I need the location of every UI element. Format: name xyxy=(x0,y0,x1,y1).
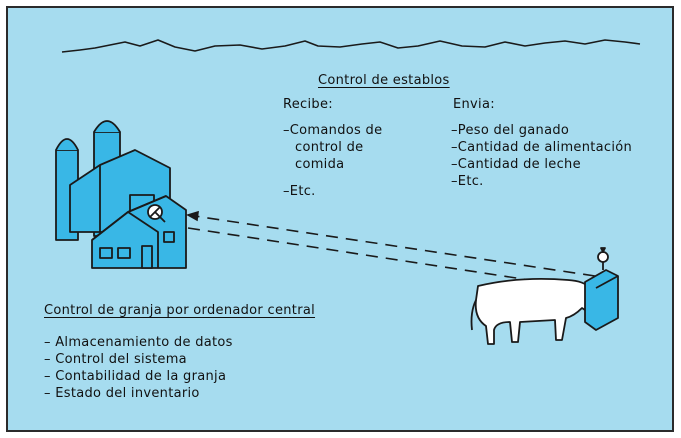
farm-buildings-icon xyxy=(55,120,187,269)
central-title: Control de granja por ordenador central xyxy=(44,303,316,318)
sends-list: –Peso del ganado –Cantidad de alimentaci… xyxy=(451,122,632,190)
list-item: – Control del sistema xyxy=(44,352,187,367)
list-item: –Etc. xyxy=(283,184,316,199)
list-item: – Contabilidad de la granja xyxy=(44,369,227,384)
link-arrow-to-barn xyxy=(187,214,596,277)
cow-icon xyxy=(470,277,601,345)
list-item: control de xyxy=(295,140,364,155)
link-arrow-to-barn-head xyxy=(185,210,199,222)
list-item: – Almacenamiento de datos xyxy=(44,335,233,350)
list-item: –Comandos de xyxy=(283,123,383,138)
sends-heading: Envia: xyxy=(453,97,495,112)
list-item: –Cantidad de leche xyxy=(451,157,581,172)
receives-list: –Comandos de control de comida –Etc. xyxy=(283,122,382,200)
stables-title: Control de establos xyxy=(318,73,450,88)
list-item: –Etc. xyxy=(451,174,484,189)
list-item: comida xyxy=(295,157,345,172)
list-item: – Estado del inventario xyxy=(44,386,200,401)
feeder-station-icon xyxy=(584,247,619,331)
mountain-horizon xyxy=(61,39,641,53)
central-list: – Almacenamiento de datos – Control del … xyxy=(44,334,233,402)
receives-heading: Recibe: xyxy=(283,97,333,112)
list-item: –Cantidad de alimentación xyxy=(451,140,633,155)
list-item: –Peso del ganado xyxy=(451,123,570,138)
